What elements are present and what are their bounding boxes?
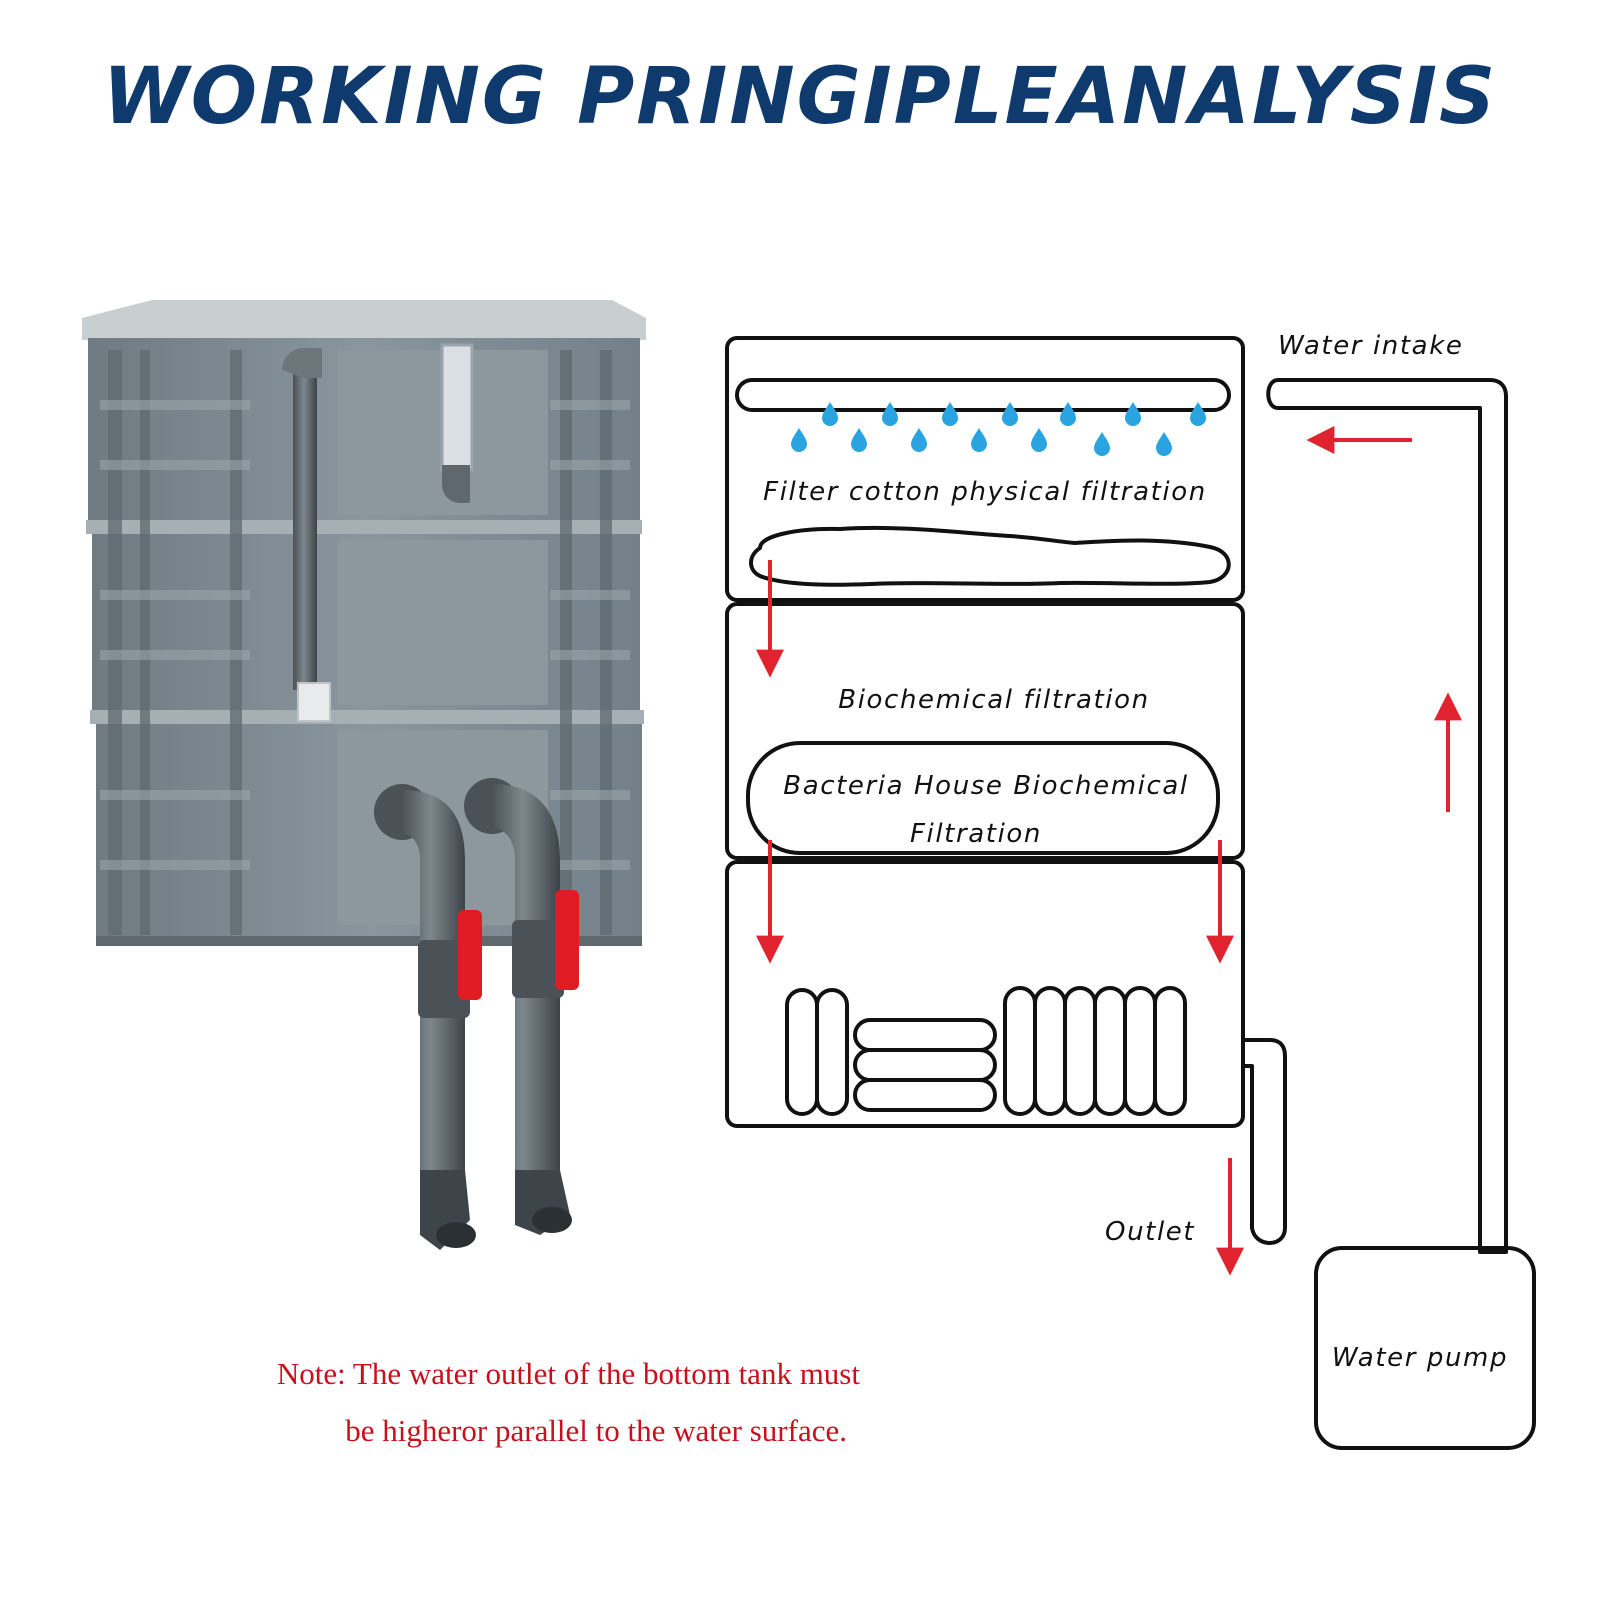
bacteria-house-label-line2: Filtration: [910, 819, 1042, 849]
tank-stage-1: [725, 336, 1245, 602]
water-intake-label: Water intake: [1278, 331, 1463, 361]
intake-pipe: [1266, 378, 1508, 1254]
tank-stage-3: [725, 860, 1245, 1128]
installation-note: Note: The water outlet of the bottom tan…: [0, 1345, 860, 1459]
clear-pipe: [440, 343, 474, 472]
outlet-label: Outlet: [1105, 1217, 1195, 1247]
flow-arrow-icon: [756, 426, 1462, 1276]
flow-schematic: [725, 336, 1536, 1450]
bacteria-house-label-line1: Bacteria House Biochemical: [783, 771, 1188, 801]
ball-valve-icon: [418, 890, 579, 1018]
bio-media-rings: [785, 986, 1187, 1116]
tank-lid: [82, 300, 646, 340]
stage2-label: Biochemical filtration: [838, 685, 1149, 715]
page-title: WORKING PRINGIPLEANALYSIS: [102, 52, 1498, 142]
overflow-pipe: [293, 372, 317, 690]
spray-bar: [735, 378, 1231, 412]
bacteria-house: [746, 741, 1220, 855]
note-line-1: Note: The water outlet of the bottom tan…: [276, 1356, 860, 1391]
water-pump-box: [1314, 1246, 1536, 1450]
water-pump-label: Water pump: [1332, 1343, 1508, 1373]
tank-stage-2: [725, 602, 1245, 860]
stage1-label: Filter cotton physical filtration: [763, 477, 1207, 507]
note-line-2: be higheror parallel to the water surfac…: [345, 1413, 847, 1448]
filter-cotton: [749, 525, 1231, 587]
filter-tank-illustration: [82, 300, 646, 1250]
outlet-pipe: [1243, 1038, 1287, 1245]
water-drop-icon: [791, 402, 1206, 456]
